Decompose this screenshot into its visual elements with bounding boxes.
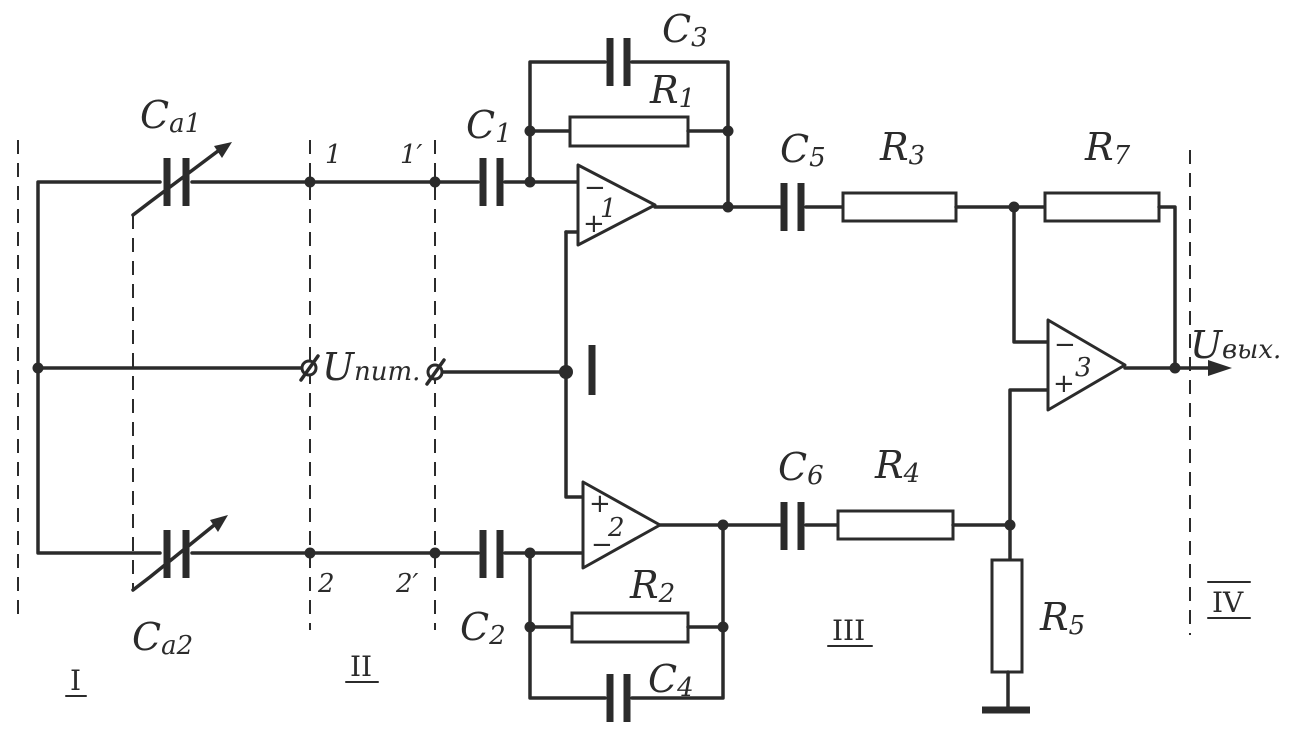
op-amp-2-bottom-input: −: [591, 530, 613, 560]
output-stage: − + 3: [982, 191, 1232, 714]
label-c5: C5: [780, 127, 826, 173]
feedback-network-2: [528, 523, 725, 722]
op-amp-2-top-input: +: [589, 489, 611, 519]
node-1-label: 1: [325, 140, 342, 170]
label-c6: C6: [778, 445, 824, 491]
zone-label-iii: III: [832, 614, 865, 647]
label-r2: R2: [629, 563, 675, 609]
c5-r3-branch: [780, 183, 1047, 231]
node-2prime-label: 2′: [395, 569, 419, 599]
op-amp-3-number: 3: [1075, 353, 1092, 383]
label-r5: R5: [1039, 595, 1085, 641]
zone-label-iv: IV: [1212, 586, 1244, 619]
op-amp-1-top-input: −: [584, 173, 606, 203]
label-r3: R3: [879, 125, 925, 171]
label-r4: R4: [874, 443, 920, 489]
label-ca2: Ca2: [132, 615, 193, 661]
capacitor-ca1: [131, 142, 232, 217]
junction-dots: [32, 125, 1181, 633]
zone-boundaries: [17, 140, 1191, 635]
feedback-network-1: [528, 38, 730, 209]
label-output: Uвых.: [1190, 323, 1281, 367]
label-r1: R1: [649, 68, 695, 114]
node-2-label: 2: [317, 569, 335, 599]
op-amp-3-bottom-input: +: [1053, 369, 1075, 399]
label-ca1: Ca1: [140, 93, 201, 139]
op-amp-2-number: 2: [607, 513, 625, 543]
zone-label-ii: II: [350, 650, 372, 683]
supply-terminals: [299, 354, 446, 386]
label-c3: C3: [662, 7, 708, 53]
op-amp-2: + − 2: [581, 480, 782, 570]
zone-label-i: I: [70, 664, 81, 697]
op-amp-1: − + 1: [564, 163, 782, 499]
capacitor-c1: [479, 158, 582, 206]
op-amp-1-bottom-input: +: [583, 209, 605, 239]
zone-labels: I II III IV: [65, 581, 1251, 697]
label-r7: R7: [1084, 125, 1131, 171]
op-amp-1-number: 1: [600, 194, 617, 224]
label-c1: C1: [466, 103, 512, 149]
node-1prime-label: 1′: [400, 140, 423, 170]
op-amp-3-top-input: −: [1054, 330, 1076, 360]
capacitor-ca2: [131, 515, 228, 592]
label-c4: C4: [648, 657, 694, 703]
c6-r4-branch: [780, 502, 1012, 550]
label-supply: Uпит.: [322, 345, 420, 389]
label-c2: C2: [460, 605, 506, 651]
capacitor-c2: [479, 530, 587, 578]
